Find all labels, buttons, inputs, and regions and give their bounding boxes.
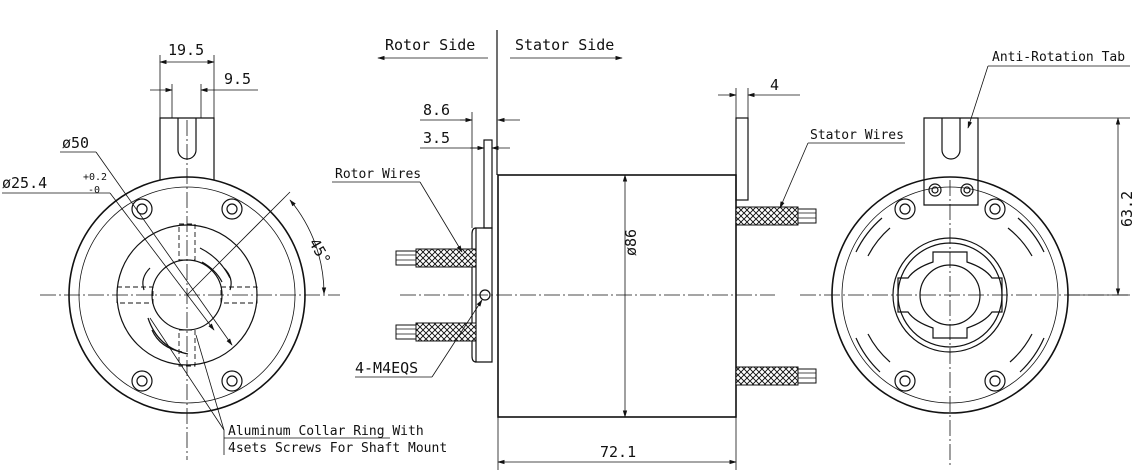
dim-dia-86: ø86 [622, 229, 640, 256]
right-slot-br [1019, 337, 1045, 373]
slip-ring-body [497, 174, 737, 418]
side-view: Rotor Side Stator Side [332, 30, 905, 470]
screw-callout: 4-M4EQS [355, 359, 418, 377]
anti-rotation-tab-left-view [159, 117, 215, 180]
tol-upper: +0.2 [83, 172, 107, 183]
collar-callout-line2: 4sets Screws For Shaft Mount [228, 441, 447, 456]
right-view-flange [841, 186, 1059, 404]
collar-slot-bottom-left [147, 317, 189, 355]
stator-side-label: Stator Side [515, 36, 614, 54]
tol-lower: -0 [88, 185, 100, 196]
rotor-wires-label: Rotor Wires [335, 167, 421, 182]
collar-screw-bottom [178, 329, 196, 367]
rotor-flange-stub [483, 139, 493, 229]
rotor-side-label: Rotor Side [385, 36, 475, 54]
left-view-outer-body [68, 176, 306, 414]
rotor-wires [395, 248, 477, 342]
stator-tab [735, 117, 749, 201]
collar-slot-left-top [142, 267, 151, 291]
right-mount-holes [894, 198, 1006, 392]
rotor-screw [479, 289, 491, 301]
tab-slot [941, 118, 961, 160]
right-slot-bl [855, 337, 881, 373]
collar-callout-line1: Aluminum Collar Ring With [228, 424, 424, 439]
dim-9-5: 9.5 [224, 70, 251, 88]
stator-wires-label: Stator Wires [810, 128, 904, 143]
dim-8-6: 8.6 [423, 101, 450, 119]
dim-63-2: 63.2 [1118, 191, 1136, 227]
collar-slot-bottom-inner [151, 329, 183, 353]
left-mount-holes [131, 198, 243, 392]
dim-72-1: 72.1 [600, 443, 636, 461]
collar-screw-left [116, 286, 154, 304]
dim-4: 4 [770, 76, 779, 94]
left-end-view: 19.5 9.5 ø50 ø25.4 +0.2 -0 45° Aluminum … [2, 41, 447, 460]
dim-19-5: 19.5 [168, 41, 204, 59]
right-end-view: Anti-Rotation Tab 63.2 [800, 50, 1136, 465]
tab-slot-left-view [177, 118, 197, 160]
collar-screw-top [178, 223, 196, 261]
collar-screw-right [220, 286, 258, 304]
dim-angle-45: 45° [305, 235, 334, 267]
dim-dia-50: ø50 [62, 134, 89, 152]
stator-hub-outer [892, 237, 1008, 353]
angle-arc-45 [289, 199, 327, 295]
dim-3-5: 3.5 [423, 129, 450, 147]
keyed-bore [897, 251, 1003, 339]
collar-slot-top-right [199, 247, 231, 279]
bore-inner [919, 264, 981, 326]
collar-slot-top-right-inner [201, 261, 223, 283]
right-slot-tl [855, 217, 883, 253]
stator-wires [735, 206, 817, 386]
anti-rotation-label: Anti-Rotation Tab [992, 50, 1125, 65]
left-view-flange-ring [78, 186, 296, 404]
right-slot-tr [1017, 217, 1045, 253]
dim-dia-25-4: ø25.4 [2, 174, 47, 192]
